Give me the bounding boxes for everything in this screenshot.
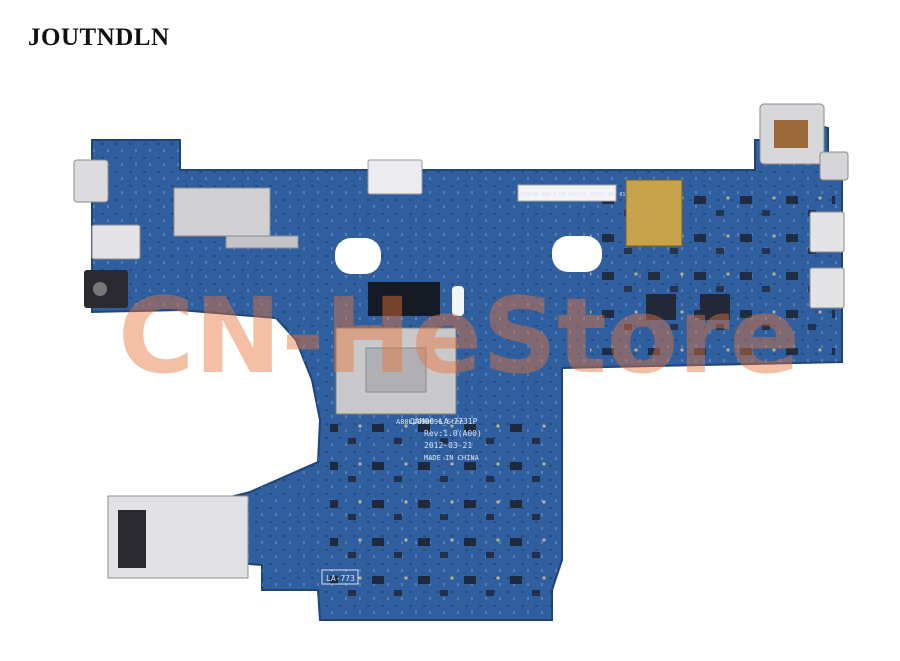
chip-right-2 (700, 294, 730, 320)
bracket-slot (118, 510, 146, 568)
barcode-sticker (517, 184, 617, 202)
usb-port-right-2 (809, 267, 845, 309)
ethernet-port-jack (774, 120, 808, 148)
metal-bracket-top (173, 187, 271, 237)
board-origin-line: MADE IN CHINA (424, 454, 480, 462)
memory-card-slot (625, 179, 683, 247)
chip-right-1 (646, 294, 676, 320)
heatsink-label: A80L2000096_Stee (396, 418, 463, 426)
metal-bracket-bar (225, 235, 299, 249)
usb-port-right-1 (809, 211, 845, 253)
cpu-socket-window (365, 347, 427, 393)
corner-label: LA-773 (326, 574, 355, 583)
hdmi-port (73, 159, 109, 203)
watermark-text: CN-HeStore (118, 275, 800, 397)
barcode-text: 02SR3N 94V-0 CN-0DSCJ3 78742 2BF 0101 (520, 192, 631, 198)
white-connector (452, 286, 464, 316)
board-rev-line: Rev:1.0(A00) (424, 429, 482, 438)
usb-port-left (91, 224, 141, 260)
mosfet-cluster (368, 282, 440, 316)
pcb-component-field (330, 420, 550, 610)
cutout-left (335, 238, 381, 274)
brand-logo-text: JOUTNDLN (28, 24, 170, 51)
board-date-line: 2012-03-21 (424, 441, 472, 450)
audio-jack-hole (93, 282, 107, 296)
board-code-line: QAM00 LA-7731P (410, 417, 478, 426)
corner-label-box (321, 569, 359, 585)
small-port-right (819, 151, 849, 181)
battery-connector (367, 159, 423, 195)
cutout-right (552, 236, 602, 272)
